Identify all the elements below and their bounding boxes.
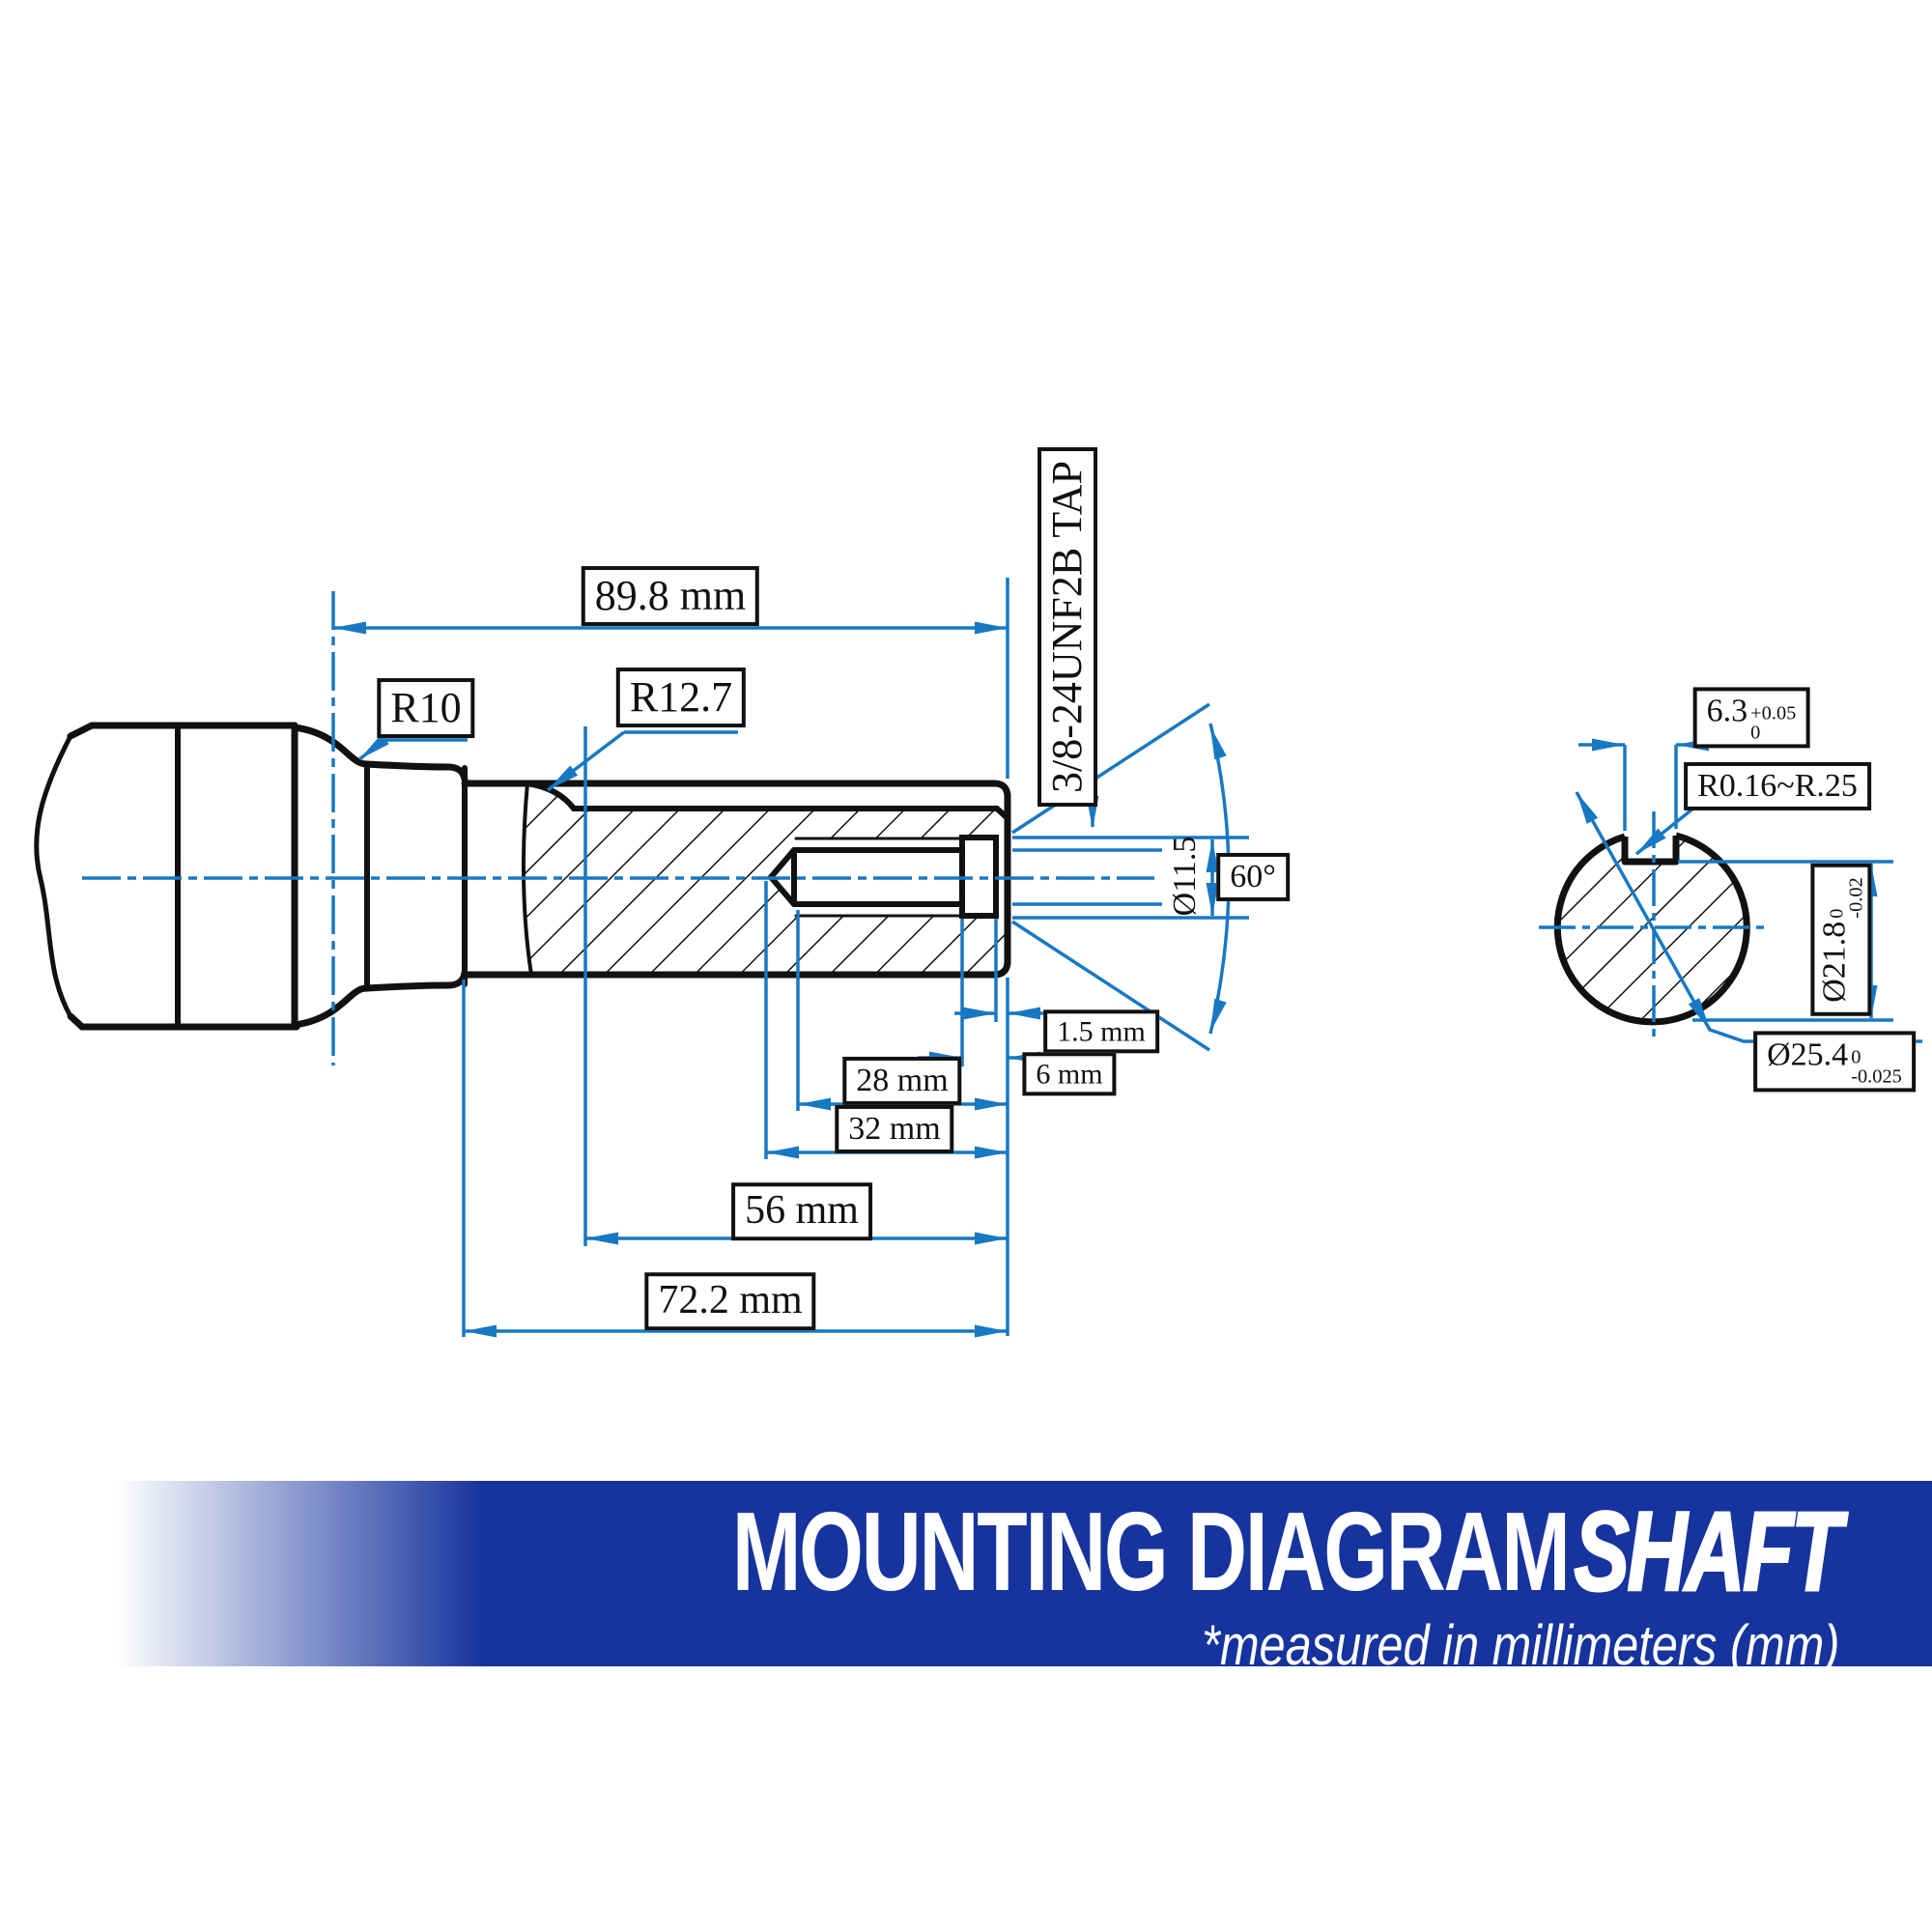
banner-text-block: MOUNTING DIAGRAMSHAFT *measured in milli… [343, 1492, 1843, 1678]
break-line-left [34, 733, 73, 1019]
thread-recess [959, 835, 999, 919]
dim-counterbore-depth-label: 6 mm [1022, 1052, 1117, 1096]
dim-overall-length-label: 89.8 mm [581, 566, 760, 626]
tap-spec-label: 3/8-24UNF2B TAP [1037, 446, 1097, 808]
dim-countersink-angle-label: 60° [1216, 852, 1290, 902]
flat-diameter-value: Ø21.8 [1816, 921, 1853, 1003]
crank-body-outline [34, 722, 300, 1031]
dim-recess-lip-label: 1.5 mm [1043, 1009, 1159, 1054]
outer-diameter-value: Ø25.4 [1767, 1037, 1849, 1073]
banner-subtitle: *measured in millimeters (mm) [1202, 1614, 1840, 1678]
outer-diameter-tolerance: 0-0.025 [1851, 1045, 1902, 1088]
keyway-bottom-line [525, 781, 1010, 821]
keyway-width-value: 6.3 [1706, 693, 1748, 729]
dim-keyway-corner-radius-label: R0.16~R.25 [1684, 761, 1871, 811]
title-banner: MOUNTING DIAGRAMSHAFT *measured in milli… [0, 1481, 1932, 1674]
banner-title-regular: MOUNTING DIAGRAM [732, 1489, 1571, 1614]
dim-neck-radius-label: R10 [377, 678, 475, 738]
banner-title: MOUNTING DIAGRAMSHAFT [732, 1492, 1843, 1609]
dim-keyed-length-label: 56 mm [731, 1182, 872, 1240]
dim-counterbore-diameter-label: Ø11.5 [1166, 836, 1203, 917]
dim-thread-depth-label: 28 mm [842, 1056, 962, 1106]
dim-ramp-radius-label: R12.7 [615, 668, 747, 727]
keyway-notch [1621, 836, 1680, 866]
flat-diameter-tolerance: 0-0.02 [1825, 877, 1867, 919]
dim-shaft-length-label: 72.2 mm [644, 1272, 816, 1330]
banner-title-emphasis: SHAFT [1574, 1489, 1843, 1614]
dim-drill-depth-label: 32 mm [835, 1104, 954, 1154]
